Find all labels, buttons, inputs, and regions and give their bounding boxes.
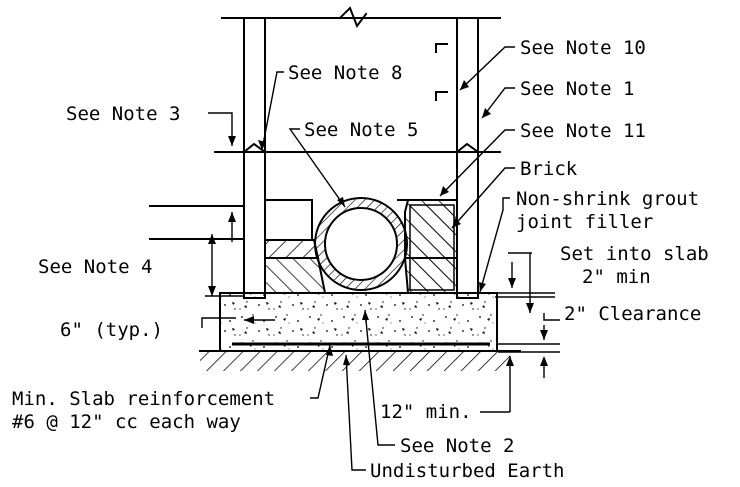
label-see-note-4: See Note 4 <box>38 256 152 278</box>
label-min-slab-reinforcement: Min. Slab reinforcement <box>12 388 275 410</box>
undisturbed-earth <box>199 350 521 371</box>
pipe-section <box>314 197 408 291</box>
brick-block <box>409 204 455 291</box>
label-brick: Brick <box>520 158 578 180</box>
label-grout-line1: Non-shrink grout <box>516 188 699 210</box>
joint-notch-left <box>242 142 267 154</box>
label-12in-min: 12" min. <box>380 401 472 423</box>
label-see-note-3: See Note 3 <box>66 103 180 125</box>
label-see-note-2: See Note 2 <box>400 435 514 457</box>
label-see-note-8: See Note 8 <box>288 62 402 84</box>
label-rebar-spacing: #6 @ 12" cc each way <box>12 411 241 433</box>
label-see-note-5: See Note 5 <box>304 119 418 141</box>
label-set-2in-min: 2" min <box>582 266 651 288</box>
label-see-note-11: See Note 11 <box>520 120 646 142</box>
label-undisturbed-earth: Undisturbed Earth <box>370 460 564 482</box>
label-see-note-1: See Note 1 <box>520 78 634 100</box>
label-6in-typ: 6" (typ.) <box>60 319 163 341</box>
bench-fill-left <box>264 199 327 294</box>
label-2in-clearance: 2" Clearance <box>564 303 701 325</box>
label-set-into-slab: Set into slab <box>560 243 709 265</box>
label-see-note-10: See Note 10 <box>520 37 646 59</box>
base-slab <box>219 292 498 352</box>
joint-notch-right <box>455 142 480 154</box>
annotations: See Note 8 See Note 10 See Note 1 See No… <box>12 37 709 482</box>
label-grout-line2: joint filler <box>516 211 653 233</box>
